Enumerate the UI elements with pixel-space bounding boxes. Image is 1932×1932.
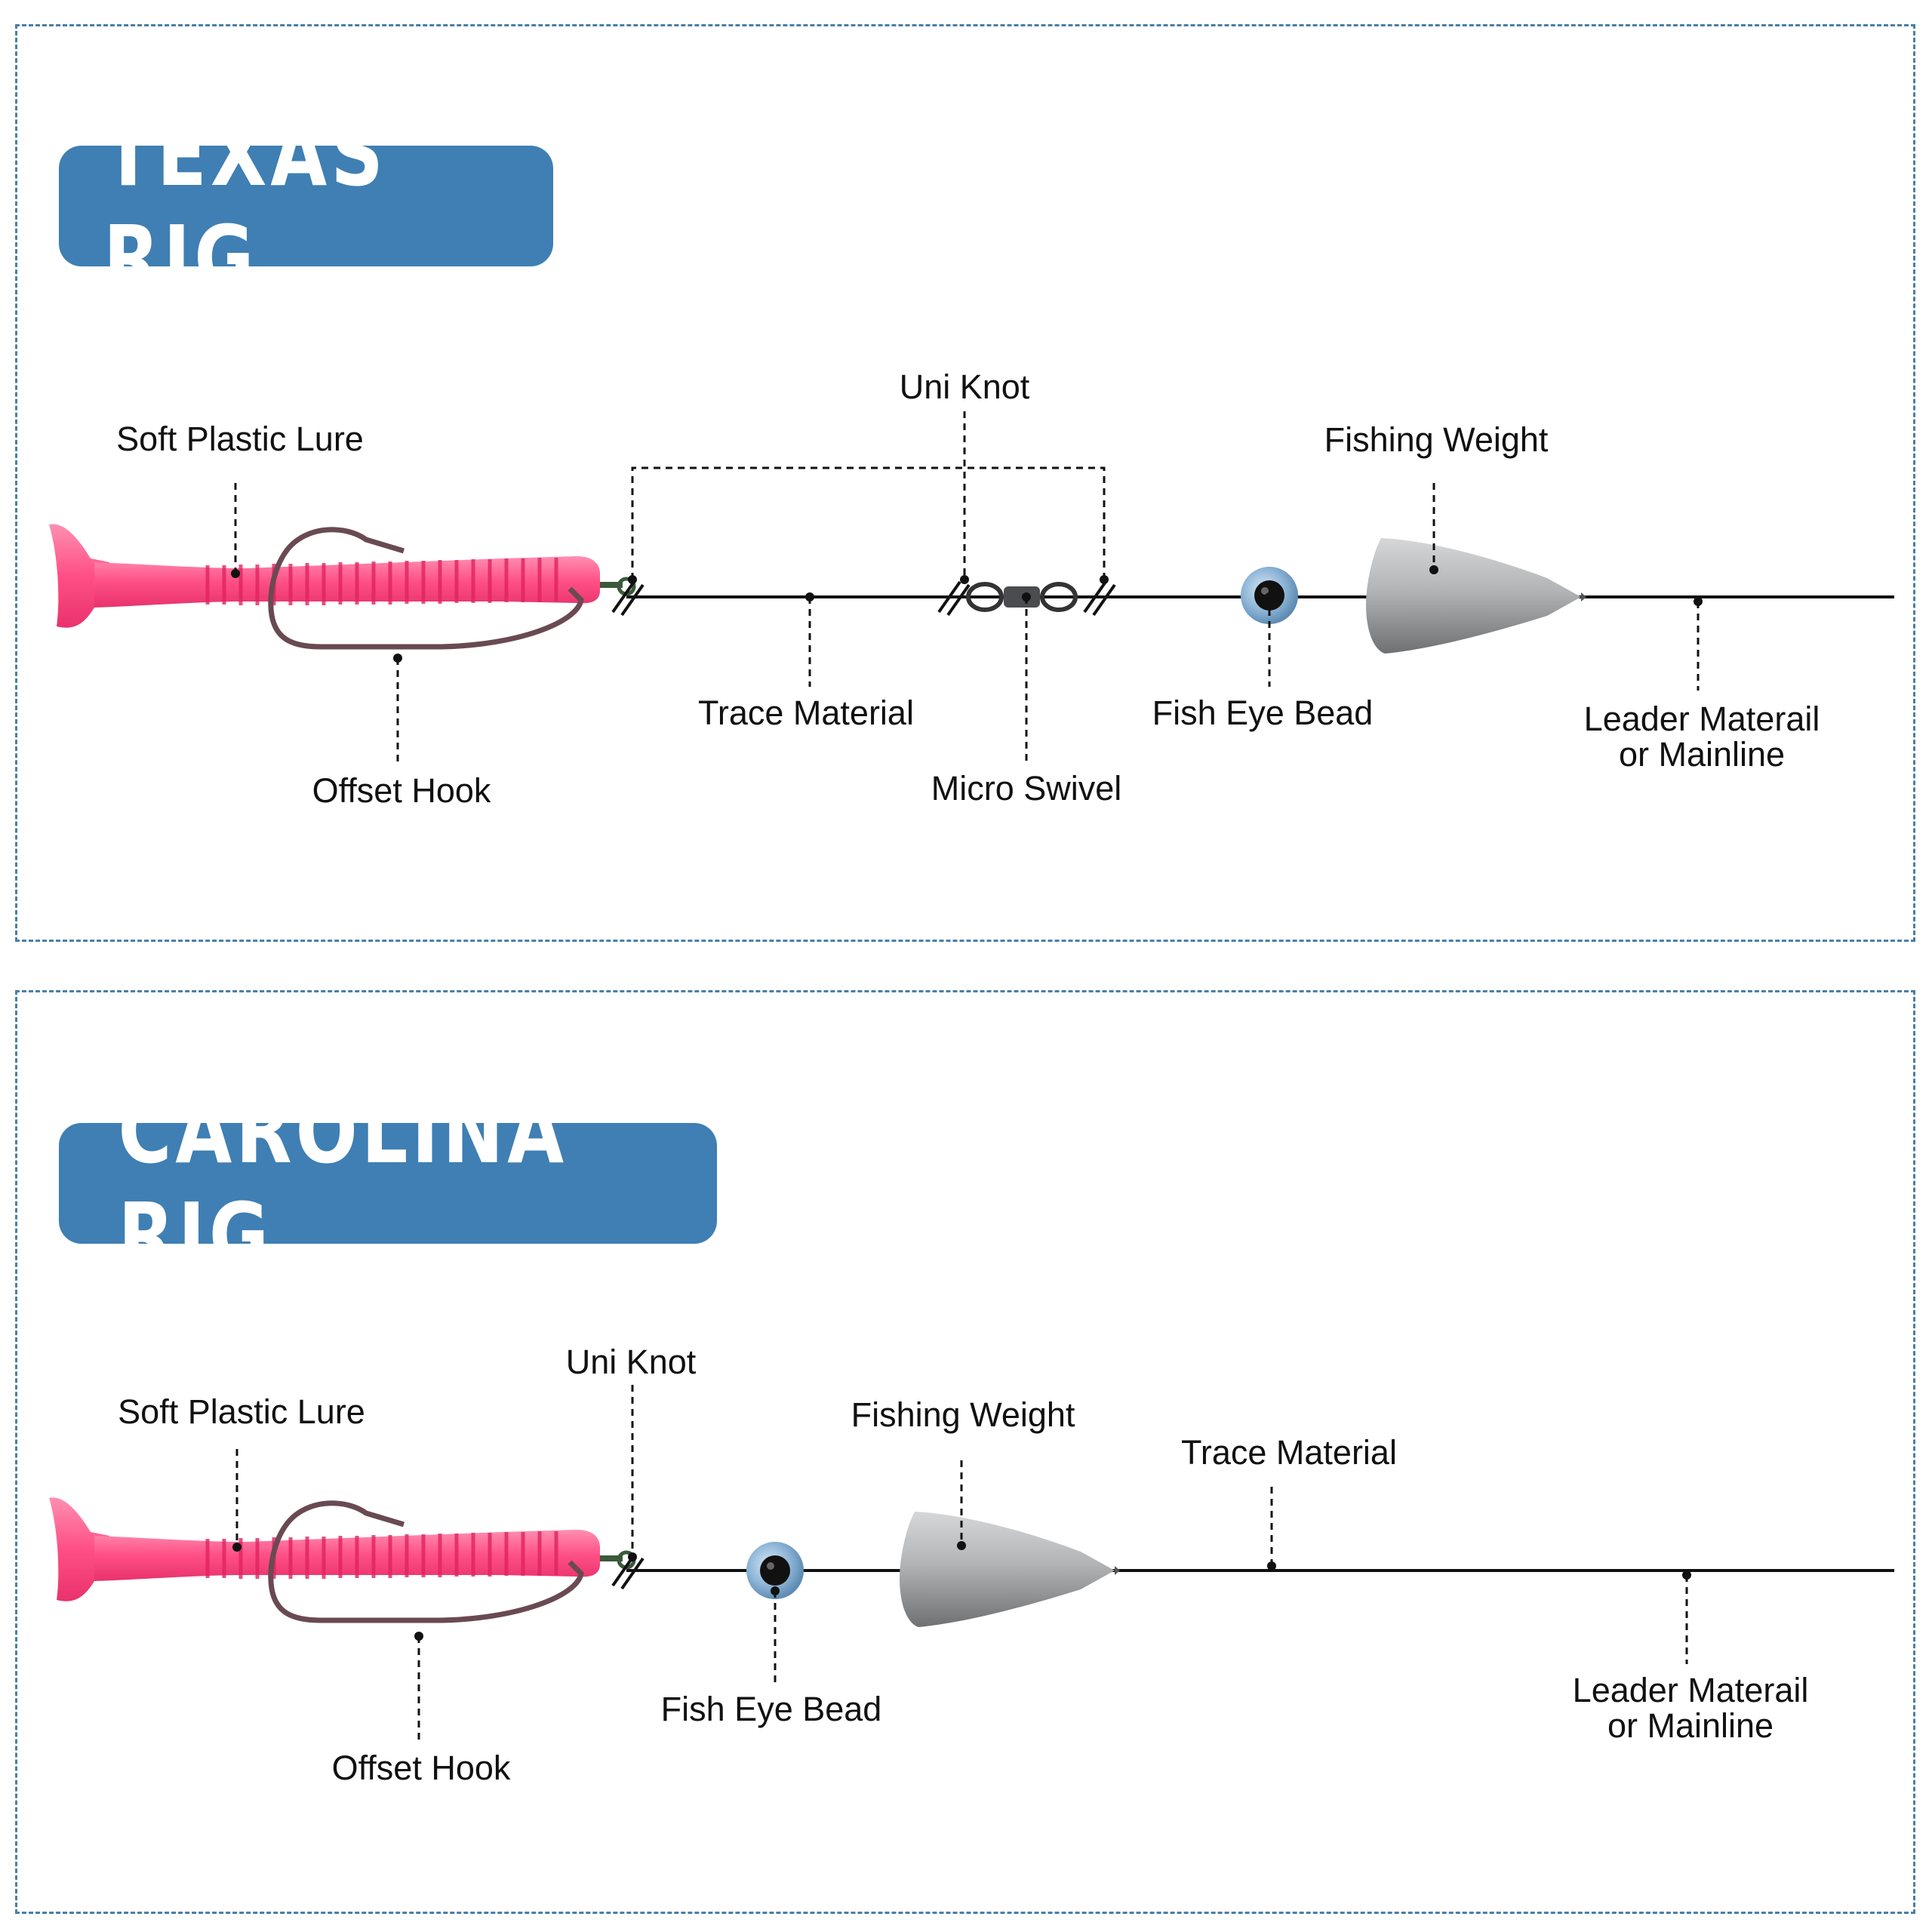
carolina-label-offset-hook: Offset Hook [331,1749,511,1787]
texas-label-micro-swivel: Micro Swivel [931,769,1122,808]
texas-soft-plastic-lure-image [49,524,634,647]
texas-label-trace-material: Trace Material [698,694,914,732]
carolina-leader-lines [235,1385,1688,1740]
carolina-label-fishing-weight: Fishing Weight [851,1395,1075,1434]
texas-label-fish-eye-bead: Fish Eye Bead [1152,694,1374,732]
carolina-rig-title: CAROLINA RIG [118,1079,568,1287]
carolina-rig-title-banner: CAROLINA RIG [59,1079,717,1287]
carolina-label-uni-knot: Uni Knot [565,1343,697,1381]
texas-label-offset-hook: Offset Hook [312,771,491,810]
texas-label-soft-plastic-lure: Soft Plastic Lure [116,420,364,458]
texas-rig-panel [15,24,1915,942]
texas-leader-dots [231,565,1703,663]
carolina-rig-panel [15,990,1915,1914]
carolina-label-soft-plastic-lure: Soft Plastic Lure [118,1392,365,1431]
carolina-soft-plastic-lure-image [49,1497,634,1620]
carolina-label-trace-material: Trace Material [1181,1433,1397,1472]
texas-rig-title: TEXAS RIG [103,102,387,310]
carolina-label-leader-line2: or Mainline [1607,1706,1774,1745]
texas-fishing-weight-image [1366,538,1586,654]
texas-label-uni-knot: Uni Knot [899,368,1030,406]
carolina-label-leader-line1: Leader Materail [1572,1671,1809,1709]
carolina-label-fish-eye-bead: Fish Eye Bead [660,1690,882,1728]
texas-rig-title-banner: TEXAS RIG [59,102,553,310]
texas-label-leader-line2: or Mainline [1618,735,1786,774]
carolina-fishing-weight-image [900,1512,1120,1627]
texas-label-leader-line1: Leader Materail [1583,700,1820,738]
carolina-leader-dots [232,1541,1691,1641]
texas-label-fishing-weight: Fishing Weight [1324,420,1549,459]
texas-leader-lines [234,411,1700,762]
